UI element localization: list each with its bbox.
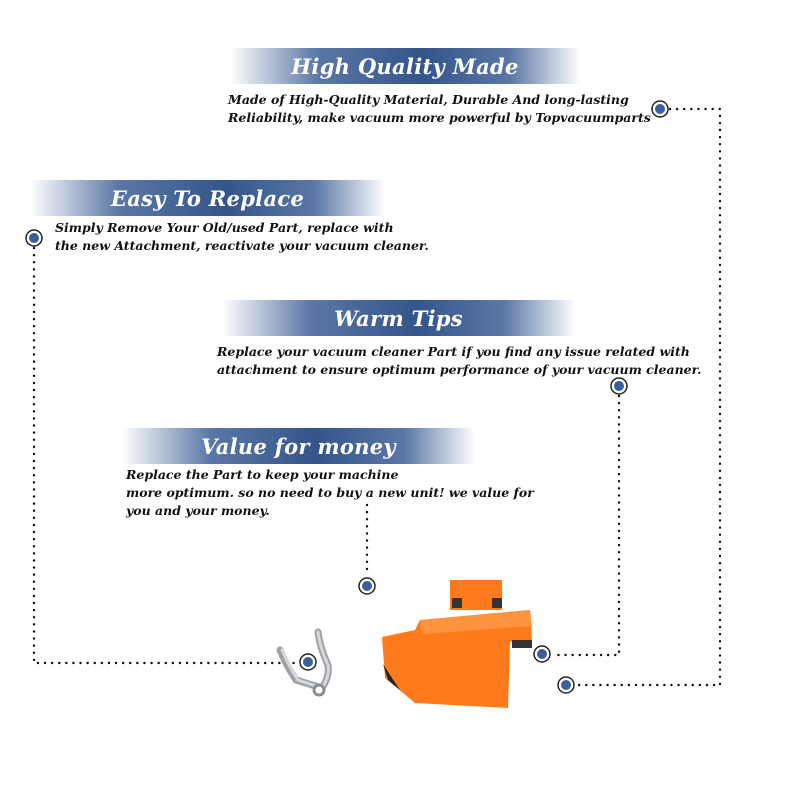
- metal-clip-image: [276, 628, 332, 697]
- banner-warm-tips: Warm Tips: [222, 300, 575, 336]
- banner-value-money: Value for money: [122, 428, 475, 464]
- feature-title: High Quality Made: [291, 53, 519, 79]
- marker-dot-icon: [25, 229, 43, 247]
- marker-dot-icon: [610, 377, 628, 395]
- connector-line: [574, 107, 722, 687]
- marker-dot-icon: [299, 653, 317, 671]
- connector-line: [550, 394, 621, 657]
- banner-easy-replace: Easy To Replace: [30, 180, 385, 216]
- banner-high-quality: High Quality Made: [230, 48, 580, 84]
- feature-text: Made of High-Quality Material, Durable A…: [228, 92, 651, 125]
- marker-dots: [25, 100, 669, 694]
- feature-text: Replace the Part to keep your machine mo…: [126, 467, 534, 518]
- marker-dot-icon: [557, 676, 575, 694]
- feature-title: Easy To Replace: [110, 185, 305, 211]
- feature-title: Value for money: [201, 433, 396, 459]
- marker-dot-icon: [358, 577, 376, 595]
- marker-dot-icon: [533, 645, 551, 663]
- feature-text: Replace your vacuum cleaner Part if you …: [217, 344, 702, 377]
- marker-dot-icon: [651, 100, 669, 118]
- orange-part-image: [382, 580, 532, 708]
- connector-line: [32, 246, 300, 665]
- feature-text: Simply Remove Your Old/used Part, replac…: [55, 220, 429, 253]
- feature-title: Warm Tips: [334, 305, 463, 331]
